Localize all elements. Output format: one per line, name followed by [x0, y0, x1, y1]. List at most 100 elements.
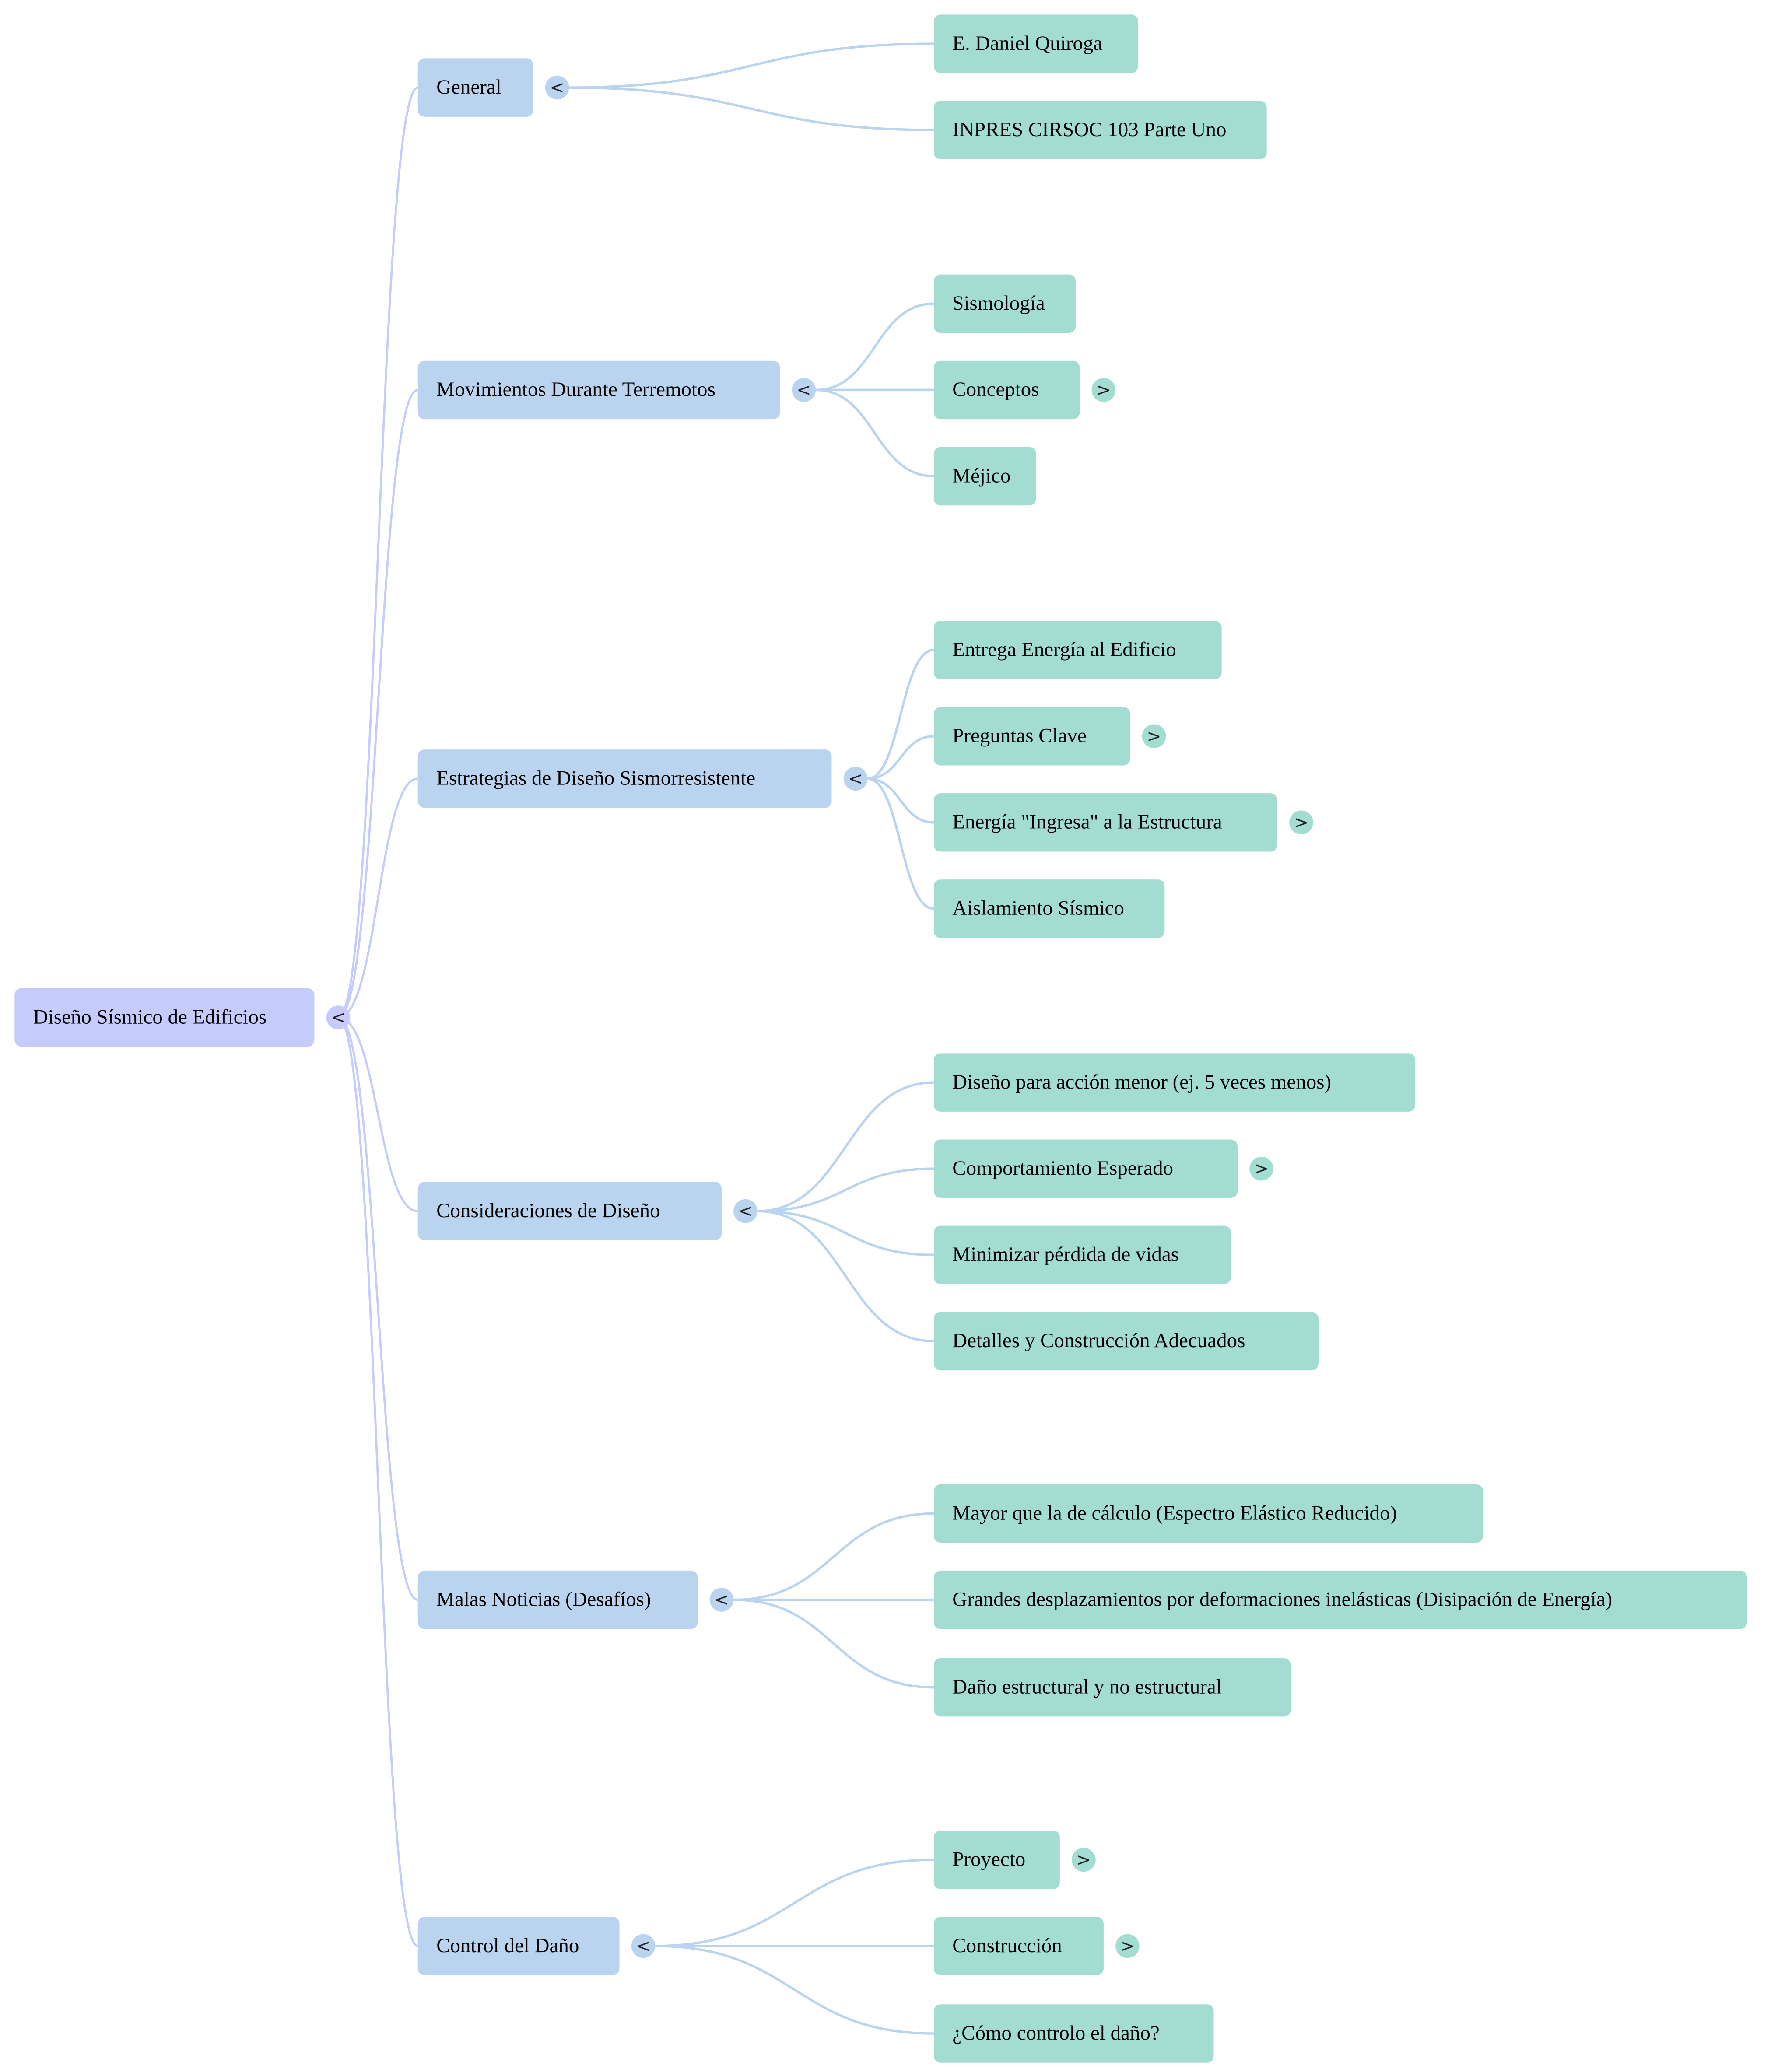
leaf-node-box[interactable]	[933, 1053, 1416, 1112]
leaf-node-box[interactable]	[933, 360, 1080, 420]
leaf-expand-toggle[interactable]: >	[1115, 1934, 1140, 1958]
leaf-node-box[interactable]	[933, 14, 1138, 73]
leaf-node-label: INPRES CIRSOC 103 Parte Uno	[952, 118, 1226, 141]
root-node-box[interactable]	[14, 988, 315, 1047]
leaf-node[interactable]: Construcción	[933, 1917, 1104, 1975]
leaf-node[interactable]: Detalles y Construcción Adecuados	[933, 1312, 1319, 1371]
collapse-chevron-icon: <	[796, 380, 811, 400]
nodes-layer: Diseño Sísmico de Edificios < E. Daniel Qu…	[14, 14, 1747, 2063]
branch-node[interactable]: Consideraciones de Diseño	[417, 1182, 722, 1240]
leaf-node[interactable]: Comportamiento Esperado	[933, 1139, 1238, 1198]
branch-collapse-toggle-circle[interactable]	[843, 766, 868, 791]
leaf-node-box[interactable]	[933, 101, 1267, 159]
leaf-node-label: Detalles y Construcción Adecuados	[952, 1329, 1245, 1352]
branch-collapse-toggle-circle[interactable]	[631, 1934, 656, 1958]
leaf-node[interactable]: Entrega Energía al Edificio	[933, 620, 1222, 679]
branch-node-box[interactable]	[417, 360, 780, 420]
leaf-node[interactable]: INPRES CIRSOC 103 Parte Uno	[933, 101, 1267, 159]
leaf-expand-toggle-circle[interactable]	[1091, 378, 1116, 402]
leaf-node[interactable]: Méjico	[933, 447, 1036, 506]
leaf-node-label: Proyecto	[952, 1848, 1025, 1871]
leaf-expand-toggle[interactable]: >	[1091, 378, 1116, 402]
branch-node-box[interactable]	[417, 1917, 620, 1975]
branch-link	[757, 1210, 934, 1343]
leaf-node[interactable]: Conceptos	[933, 360, 1080, 420]
leaf-expand-toggle-circle[interactable]	[1142, 724, 1166, 749]
leaf-expand-toggle-circle[interactable]	[1289, 810, 1313, 835]
leaf-node-box[interactable]	[933, 1917, 1104, 1975]
leaf-node-box[interactable]	[933, 1658, 1291, 1717]
branch-collapse-toggle[interactable]: <	[792, 378, 816, 402]
leaf-node-label: Daño estructural y no estructural	[952, 1676, 1222, 1698]
links-layer	[338, 42, 934, 2035]
branch-node[interactable]: General	[417, 58, 533, 117]
branch-collapse-toggle-circle[interactable]	[733, 1199, 757, 1223]
branch-node-label: General	[436, 76, 501, 98]
leaf-node[interactable]: Mayor que la de cálculo (Espectro Elásti…	[933, 1484, 1483, 1543]
leaf-node-box[interactable]	[933, 1830, 1060, 1889]
leaf-node-label: ¿Cómo controlo el daño?	[952, 2022, 1159, 2044]
leaf-node[interactable]: E. Daniel Quiroga	[933, 14, 1138, 73]
branch-node[interactable]: Estrategias de Diseño Sismorresistente	[417, 749, 832, 808]
leaf-node-box[interactable]	[933, 274, 1076, 333]
leaf-expand-toggle[interactable]: >	[1249, 1156, 1273, 1181]
leaf-expand-toggle[interactable]: >	[1072, 1848, 1096, 1872]
leaf-node-box[interactable]	[933, 793, 1277, 852]
leaf-node[interactable]: Energía "Ingresa" a la Estructura	[933, 793, 1277, 852]
leaf-expand-toggle[interactable]: >	[1142, 724, 1166, 749]
leaf-node-label: Conceptos	[952, 378, 1039, 401]
branch-link	[569, 86, 934, 131]
leaf-node-box[interactable]	[933, 2004, 1214, 2063]
expand-chevron-icon: >	[1294, 812, 1308, 833]
branch-node[interactable]: Movimientos Durante Terremotos	[417, 360, 780, 420]
leaf-node-box[interactable]	[933, 1484, 1483, 1543]
branch-collapse-toggle-circle[interactable]	[545, 75, 569, 100]
leaf-node[interactable]: Daño estructural y no estructural	[933, 1658, 1291, 1717]
leaf-expand-toggle-circle[interactable]	[1115, 1934, 1140, 1958]
branch-collapse-toggle-circle[interactable]	[709, 1588, 734, 1612]
root-collapse-toggle[interactable]: <	[326, 1005, 351, 1029]
branch-collapse-toggle[interactable]: <	[733, 1199, 757, 1223]
leaf-expand-toggle-circle[interactable]	[1249, 1156, 1273, 1181]
branch-link	[569, 42, 934, 89]
leaf-node-label: E. Daniel Quiroga	[952, 32, 1102, 55]
branch-node-box[interactable]	[417, 58, 533, 117]
expand-chevron-icon: >	[1120, 1936, 1135, 1956]
branch-node-box[interactable]	[417, 1182, 722, 1240]
root-node-label: Diseño Sísmico de Edificios	[33, 1005, 267, 1028]
leaf-node-box[interactable]	[933, 1570, 1747, 1629]
root-node[interactable]: Diseño Sísmico de Edificios	[14, 988, 315, 1047]
branch-node[interactable]: Malas Noticias (Desafíos)	[417, 1570, 698, 1629]
leaf-node-label: Diseño para acción menor (ej. 5 veces me…	[952, 1071, 1331, 1093]
leaf-node[interactable]: ¿Cómo controlo el daño?	[933, 2004, 1214, 2063]
leaf-node[interactable]: Proyecto	[933, 1830, 1060, 1889]
leaf-node-box[interactable]	[933, 879, 1165, 938]
leaf-node-box[interactable]	[933, 1225, 1231, 1284]
branch-collapse-toggle[interactable]: <	[709, 1588, 734, 1612]
branch-collapse-toggle[interactable]: <	[545, 75, 569, 100]
leaf-expand-toggle-circle[interactable]	[1072, 1848, 1096, 1872]
root-link	[338, 1016, 418, 1601]
leaf-node[interactable]: Preguntas Clave	[933, 707, 1130, 766]
leaf-expand-toggle[interactable]: >	[1289, 810, 1313, 835]
branch-node-box[interactable]	[417, 1570, 698, 1629]
leaf-node[interactable]: Sismología	[933, 274, 1076, 333]
branch-collapse-toggle[interactable]: <	[843, 766, 868, 791]
root-collapse-toggle-circle[interactable]	[326, 1005, 351, 1029]
leaf-node-label: Sismología	[952, 292, 1045, 315]
leaf-node[interactable]: Minimizar pérdida de vidas	[933, 1225, 1231, 1284]
leaf-node-box[interactable]	[933, 1312, 1319, 1371]
leaf-node[interactable]: Diseño para acción menor (ej. 5 veces me…	[933, 1053, 1416, 1112]
leaf-node-box[interactable]	[933, 620, 1222, 679]
branch-node-box[interactable]	[417, 749, 832, 808]
leaf-node[interactable]: Grandes desplazamientos por deformacione…	[933, 1570, 1747, 1629]
leaf-node-box[interactable]	[933, 1139, 1238, 1198]
leaf-node-box[interactable]	[933, 447, 1036, 506]
root-link	[338, 86, 418, 1018]
leaf-node[interactable]: Aislamiento Sísmico	[933, 879, 1165, 938]
leaf-node-box[interactable]	[933, 707, 1130, 766]
branch-node-label: Estrategias de Diseño Sismorresistente	[436, 767, 755, 790]
branch-collapse-toggle-circle[interactable]	[792, 378, 816, 402]
branch-node[interactable]: Control del Daño	[417, 1917, 620, 1975]
branch-collapse-toggle[interactable]: <	[631, 1934, 656, 1958]
